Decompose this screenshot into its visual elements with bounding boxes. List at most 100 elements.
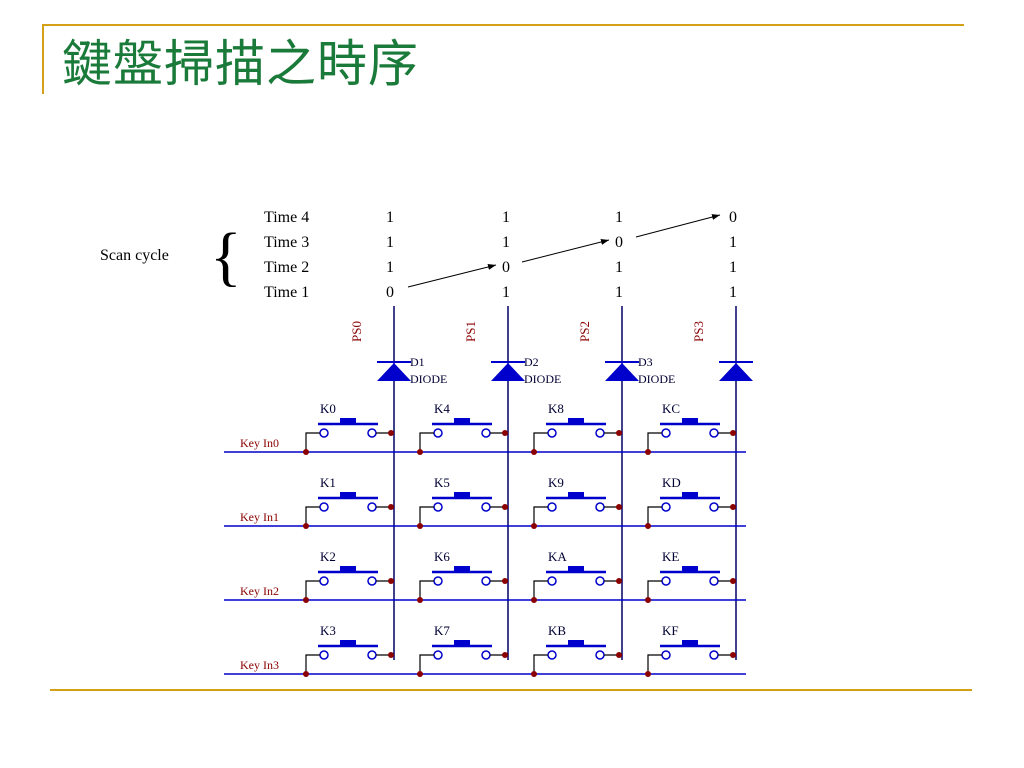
diode-d2-type: DIODE — [524, 372, 561, 386]
key-in3-label: Key In3 — [240, 658, 279, 672]
diode-d1-type: DIODE — [410, 372, 447, 386]
junction-node — [502, 578, 508, 584]
key-switch: K6 — [417, 549, 508, 603]
junction-node — [645, 523, 651, 529]
time1-ps1: 1 — [502, 284, 510, 301]
port-label-ps2: PS2 — [577, 321, 592, 342]
junction-node — [616, 504, 622, 510]
key-switch: KD — [645, 475, 736, 529]
key-label: K2 — [320, 549, 336, 564]
scan-arrow-3 — [635, 214, 721, 238]
diode-d4 — [719, 361, 753, 381]
junction-node — [417, 449, 423, 455]
key-in0-label: Key In0 — [240, 436, 279, 450]
key-label: K7 — [434, 623, 450, 638]
junction-node — [303, 671, 309, 677]
key-switch: KA — [531, 549, 622, 603]
time1-ps2: 1 — [615, 284, 623, 301]
time2-ps1: 0 — [502, 259, 510, 276]
diode-d3-type: DIODE — [638, 372, 675, 386]
footer-rule — [50, 689, 972, 691]
junction-node — [303, 449, 309, 455]
junction-node — [303, 597, 309, 603]
junction-node — [730, 652, 736, 658]
key-switch: KB — [531, 623, 622, 677]
diode-d3-ref: D3 — [638, 355, 653, 369]
junction-node — [531, 671, 537, 677]
junction-node — [502, 504, 508, 510]
junction-node — [388, 504, 394, 510]
time3-ps3: 1 — [729, 234, 737, 251]
junction-node — [645, 597, 651, 603]
key-label: KE — [662, 549, 679, 564]
key-switch: K8 — [531, 401, 622, 455]
port-label-ps3: PS3 — [691, 321, 706, 342]
junction-node — [616, 578, 622, 584]
time2-ps3: 1 — [729, 259, 737, 276]
junction-node — [502, 652, 508, 658]
junction-node — [616, 430, 622, 436]
time-label-4: Time 4 — [264, 209, 309, 226]
title-accent-horizontal — [42, 24, 964, 26]
junction-node — [388, 430, 394, 436]
diode-d2-ref: D2 — [524, 355, 539, 369]
key-switch: K1 — [303, 475, 394, 529]
diode-d1-ref: D1 — [410, 355, 425, 369]
key-switch: KE — [645, 549, 736, 603]
junction-node — [531, 523, 537, 529]
key-label: K9 — [548, 475, 564, 490]
time-label-3: Time 3 — [264, 234, 309, 251]
key-label: KF — [662, 623, 679, 638]
time2-ps0: 1 — [386, 259, 394, 276]
row-wires — [224, 451, 746, 675]
junction-node — [502, 430, 508, 436]
port-label-ps0: PS0 — [349, 321, 364, 342]
key-label: K5 — [434, 475, 450, 490]
junction-node — [645, 671, 651, 677]
diode-d3 — [605, 361, 639, 381]
key-label: KB — [548, 623, 566, 638]
key-label: K0 — [320, 401, 336, 416]
slide-title: 鍵盤掃描之時序 — [62, 35, 419, 93]
time4-ps0: 1 — [386, 209, 394, 226]
key-label: K1 — [320, 475, 336, 490]
key-switch: K5 — [417, 475, 508, 529]
scan-cycle-label: Scan cycle — [100, 247, 169, 264]
junction-node — [388, 652, 394, 658]
diode-d3-symbol — [605, 363, 639, 381]
time1-ps0: 0 — [386, 284, 394, 301]
time1-ps3: 1 — [729, 284, 737, 301]
diode-d1 — [377, 361, 411, 381]
time3-ps2: 0 — [615, 234, 623, 251]
key-switch: K9 — [531, 475, 622, 529]
key-in2-label: Key In2 — [240, 584, 279, 598]
key-switch: K7 — [417, 623, 508, 677]
time2-ps2: 1 — [615, 259, 623, 276]
key-in1-label: Key In1 — [240, 510, 279, 524]
scan-cycle-brace: { — [210, 220, 242, 293]
junction-node — [531, 449, 537, 455]
scan-arrow-2 — [521, 239, 610, 263]
junction-node — [616, 652, 622, 658]
junction-node — [417, 671, 423, 677]
junction-node — [645, 449, 651, 455]
scan-arrow-1 — [407, 264, 497, 288]
port-label-ps1: PS1 — [463, 321, 478, 342]
diode-d2-symbol — [491, 363, 525, 381]
junction-node — [417, 523, 423, 529]
junction-node — [388, 578, 394, 584]
key-label: K6 — [434, 549, 450, 564]
time-label-1: Time 1 — [264, 284, 309, 301]
junction-node — [417, 597, 423, 603]
diode-d1-symbol — [377, 363, 411, 381]
time3-ps1: 1 — [502, 234, 510, 251]
key-switch: K0 — [303, 401, 394, 455]
junction-node — [303, 523, 309, 529]
diode-d2 — [491, 361, 525, 381]
time4-ps1: 1 — [502, 209, 510, 226]
time3-ps0: 1 — [386, 234, 394, 251]
junction-node — [730, 578, 736, 584]
key-switch: K3 — [303, 623, 394, 677]
